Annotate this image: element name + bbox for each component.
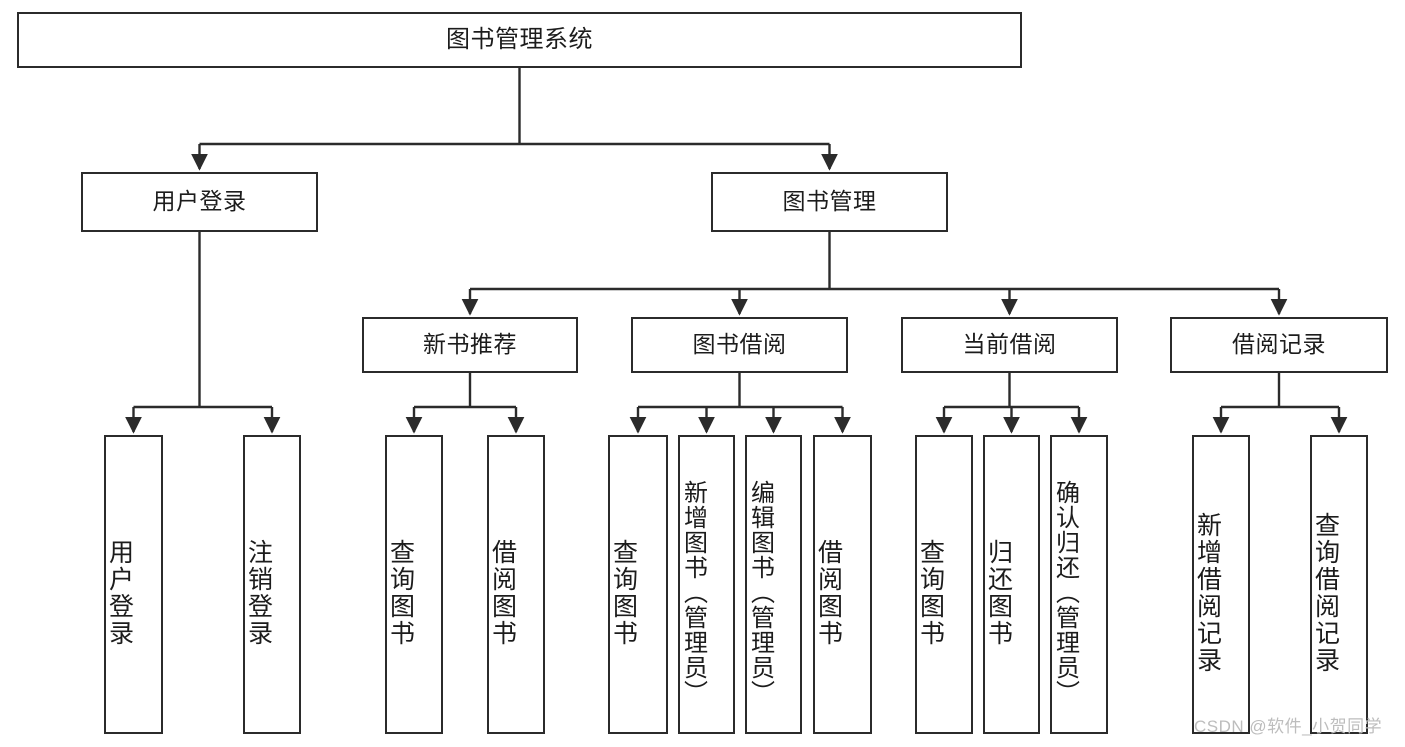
node-label: 查询图书 (386, 538, 415, 647)
node-leaf-add-book[interactable]: 新增图书（管理员） (678, 435, 735, 734)
node-leaf-borrow-book-rec[interactable]: 借阅图书 (487, 435, 545, 734)
node-label: 确认归还（管理员） (1051, 480, 1079, 705)
csdn-watermark: CSDN @软件_小贺同学 (1194, 717, 1383, 736)
node-label: 借阅图书 (814, 538, 843, 647)
node-leaf-edit-book[interactable]: 编辑图书（管理员） (745, 435, 802, 734)
node-leaf-add-record[interactable]: 新增借阅记录 (1192, 435, 1250, 734)
node-user-login[interactable]: 用户登录 (81, 172, 318, 232)
node-label: 新增借阅记录 (1193, 511, 1222, 674)
node-borrow-record[interactable]: 借阅记录 (1170, 317, 1388, 373)
node-label: 注销登录 (244, 538, 273, 647)
node-label: 新增图书（管理员） (679, 480, 707, 705)
node-label: 查询图书 (916, 538, 945, 647)
node-leaf-borrow-book[interactable]: 借阅图书 (813, 435, 872, 734)
node-label: 新书推荐 (423, 331, 517, 358)
node-label: 图书管理系统 (446, 25, 593, 53)
node-label: 当前借阅 (962, 331, 1057, 358)
node-label: 图书管理 (782, 188, 877, 215)
node-label: 图书借阅 (692, 331, 787, 358)
node-label: 查询借阅记录 (1311, 511, 1340, 674)
node-new-book-recommend[interactable]: 新书推荐 (362, 317, 578, 373)
node-leaf-confirm-return[interactable]: 确认归还（管理员） (1050, 435, 1108, 734)
node-label: 用户登录 (105, 538, 134, 647)
node-leaf-query-book-rec[interactable]: 查询图书 (385, 435, 443, 734)
node-label: 借阅图书 (488, 538, 517, 647)
node-leaf-query-book-borrow[interactable]: 查询图书 (608, 435, 668, 734)
node-leaf-user-login[interactable]: 用户登录 (104, 435, 163, 734)
node-leaf-return-book[interactable]: 归还图书 (983, 435, 1040, 734)
node-label: 查询图书 (609, 538, 638, 647)
node-label: 编辑图书（管理员） (746, 480, 774, 705)
node-label: 归还图书 (984, 538, 1013, 647)
node-leaf-query-book-current[interactable]: 查询图书 (915, 435, 973, 734)
node-book-borrow[interactable]: 图书借阅 (631, 317, 848, 373)
node-book-manage[interactable]: 图书管理 (711, 172, 948, 232)
node-root[interactable]: 图书管理系统 (17, 12, 1022, 68)
node-leaf-query-record[interactable]: 查询借阅记录 (1310, 435, 1368, 734)
node-leaf-user-logout[interactable]: 注销登录 (243, 435, 301, 734)
node-label: 借阅记录 (1232, 331, 1326, 358)
node-label: 用户登录 (152, 188, 247, 215)
node-current-borrow[interactable]: 当前借阅 (901, 317, 1118, 373)
